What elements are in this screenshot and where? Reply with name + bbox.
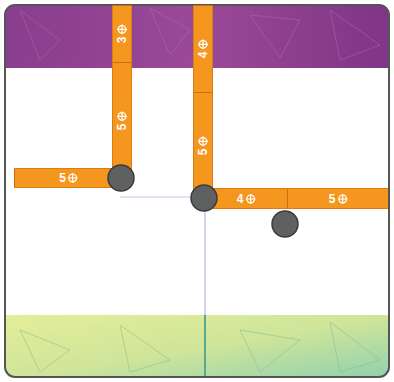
segment-label: 5 — [116, 111, 128, 130]
board-border — [5, 5, 389, 377]
cost-number: 5 — [329, 193, 336, 205]
crosshair-icon — [117, 111, 127, 121]
cost-number: 5 — [197, 148, 209, 155]
track-segment: 4 — [193, 5, 213, 92]
crosshair-icon — [198, 136, 208, 146]
green-band — [5, 315, 389, 377]
track-segment: 3 — [112, 5, 132, 62]
track-segment: 5 — [112, 62, 132, 178]
cost-number: 4 — [237, 193, 244, 205]
segment-label: 5 — [329, 193, 348, 205]
track-segment: 4 — [204, 188, 287, 209]
crosshair-icon — [198, 40, 208, 50]
peg-hole — [191, 185, 217, 211]
crosshair-icon — [117, 25, 127, 35]
segment-label: 5 — [197, 136, 209, 155]
cost-number: 5 — [116, 123, 128, 130]
segment-label: 5 — [59, 172, 78, 184]
crosshair-icon — [245, 194, 255, 204]
grid-line — [204, 195, 206, 315]
crosshair-icon — [337, 194, 347, 204]
crosshair-icon — [68, 173, 78, 183]
track-segment: 5 — [14, 168, 122, 188]
segment-label: 4 — [197, 40, 209, 59]
peg-hole — [108, 165, 134, 191]
segment-label: 3 — [116, 25, 128, 44]
cost-number: 3 — [116, 37, 128, 44]
cost-number: 4 — [197, 52, 209, 59]
cost-number: 5 — [59, 172, 66, 184]
track-segment: 5 — [193, 92, 213, 198]
segment-label: 4 — [237, 193, 256, 205]
grid-line — [204, 315, 206, 377]
band-pattern — [20, 322, 380, 372]
track-segment: 5 — [287, 188, 388, 209]
peg-hole — [272, 211, 298, 237]
